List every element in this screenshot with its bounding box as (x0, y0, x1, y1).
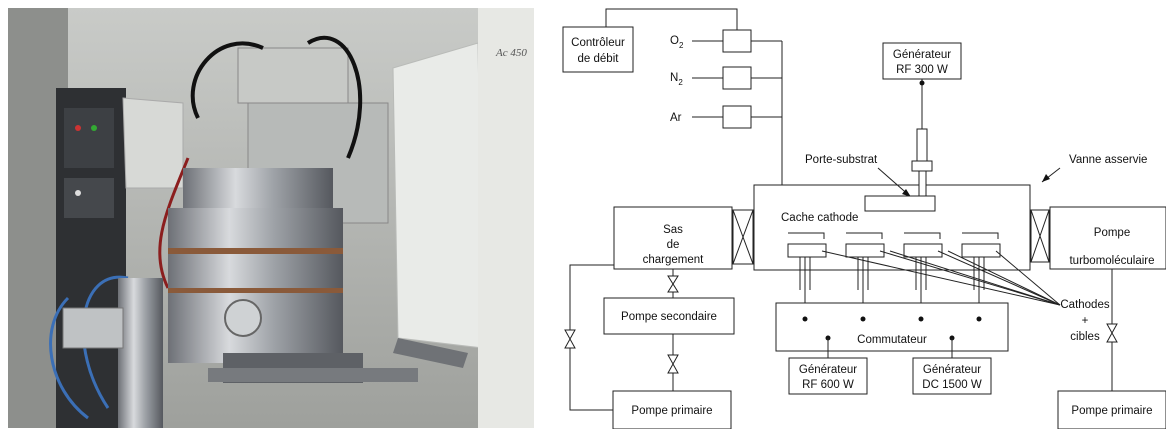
substrate-holder (865, 196, 935, 211)
throttle-valve (1031, 210, 1049, 262)
valve-left-bypass (565, 330, 575, 348)
photo-label: Ac 450 (495, 47, 527, 59)
dc1500-generator: Générateur DC 1500 W (913, 358, 991, 394)
rf600-generator: Générateur RF 600 W (789, 358, 867, 394)
gas-n2: N2 (670, 67, 782, 89)
cathodes-label-2: + (1082, 315, 1089, 327)
primary-pump-left-box: Pompe primaire (613, 391, 731, 429)
rf300-label-1: Générateur (893, 49, 951, 61)
turbo-pump-box: Pompe turbomoléculaire (1050, 207, 1166, 269)
flow-controller-box: Contrôleur de débit (563, 27, 633, 72)
sputtering-system-diagram: Contrôleur de débit O2 N2 Ar Générateur … (540, 0, 1166, 429)
secondary-pump-label: Pompe secondaire (621, 311, 717, 323)
gas-o2-label: O2 (670, 35, 684, 50)
flow-controller-label-1: Contrôleur (571, 37, 625, 49)
primary-pump-right-box: Pompe primaire (1058, 391, 1166, 429)
turbo-pump-label-2: turbomoléculaire (1069, 255, 1154, 267)
switch-box: Commutateur (776, 303, 1008, 358)
valve-turbo-primary (1107, 324, 1117, 342)
flow-controller-label-2: de débit (578, 53, 620, 65)
dc1500-label-2: DC 1500 W (922, 379, 982, 391)
load-lock-gate-valve (733, 210, 753, 264)
throttle-valve-label: Vanne asservie (1069, 154, 1147, 166)
gas-n2-label: N2 (670, 72, 683, 87)
valve-o2 (723, 30, 751, 52)
turbo-pump-label-1: Pompe (1094, 227, 1130, 239)
valve-ar (723, 106, 751, 128)
equipment-photo: Ac 450 (8, 8, 534, 428)
primary-pump-left-label: Pompe primaire (631, 405, 712, 417)
gas-ar-label: Ar (670, 112, 682, 124)
gas-o2: O2 (670, 30, 782, 52)
secondary-pump-box: Pompe secondaire (604, 298, 734, 334)
rf600-label-2: RF 600 W (802, 379, 854, 391)
primary-pump-right-label: Pompe primaire (1071, 405, 1152, 417)
load-lock-box: Sas de chargement (614, 207, 732, 269)
valve-secondary-primary (668, 334, 678, 391)
load-lock-label-2: de (667, 239, 680, 251)
cathode-shield-label: Cache cathode (781, 212, 858, 224)
load-lock-label-3: chargement (643, 254, 705, 266)
switch-label: Commutateur (857, 334, 927, 346)
rf300-generator: Générateur RF 300 W (883, 43, 961, 129)
rf600-label-1: Générateur (799, 364, 857, 376)
substrate-holder-label: Porte-substrat (805, 154, 878, 166)
load-lock-label-1: Sas (663, 224, 683, 236)
cathodes-label-1: Cathodes (1060, 299, 1109, 311)
gas-ar: Ar (670, 106, 782, 128)
dc1500-label-1: Générateur (923, 364, 981, 376)
substrate-shaft (917, 129, 927, 161)
cathodes-label-3: cibles (1070, 331, 1100, 343)
valve-n2 (723, 67, 751, 89)
rf300-label-2: RF 300 W (896, 64, 948, 76)
valve-loadlock-secondary (668, 269, 678, 298)
